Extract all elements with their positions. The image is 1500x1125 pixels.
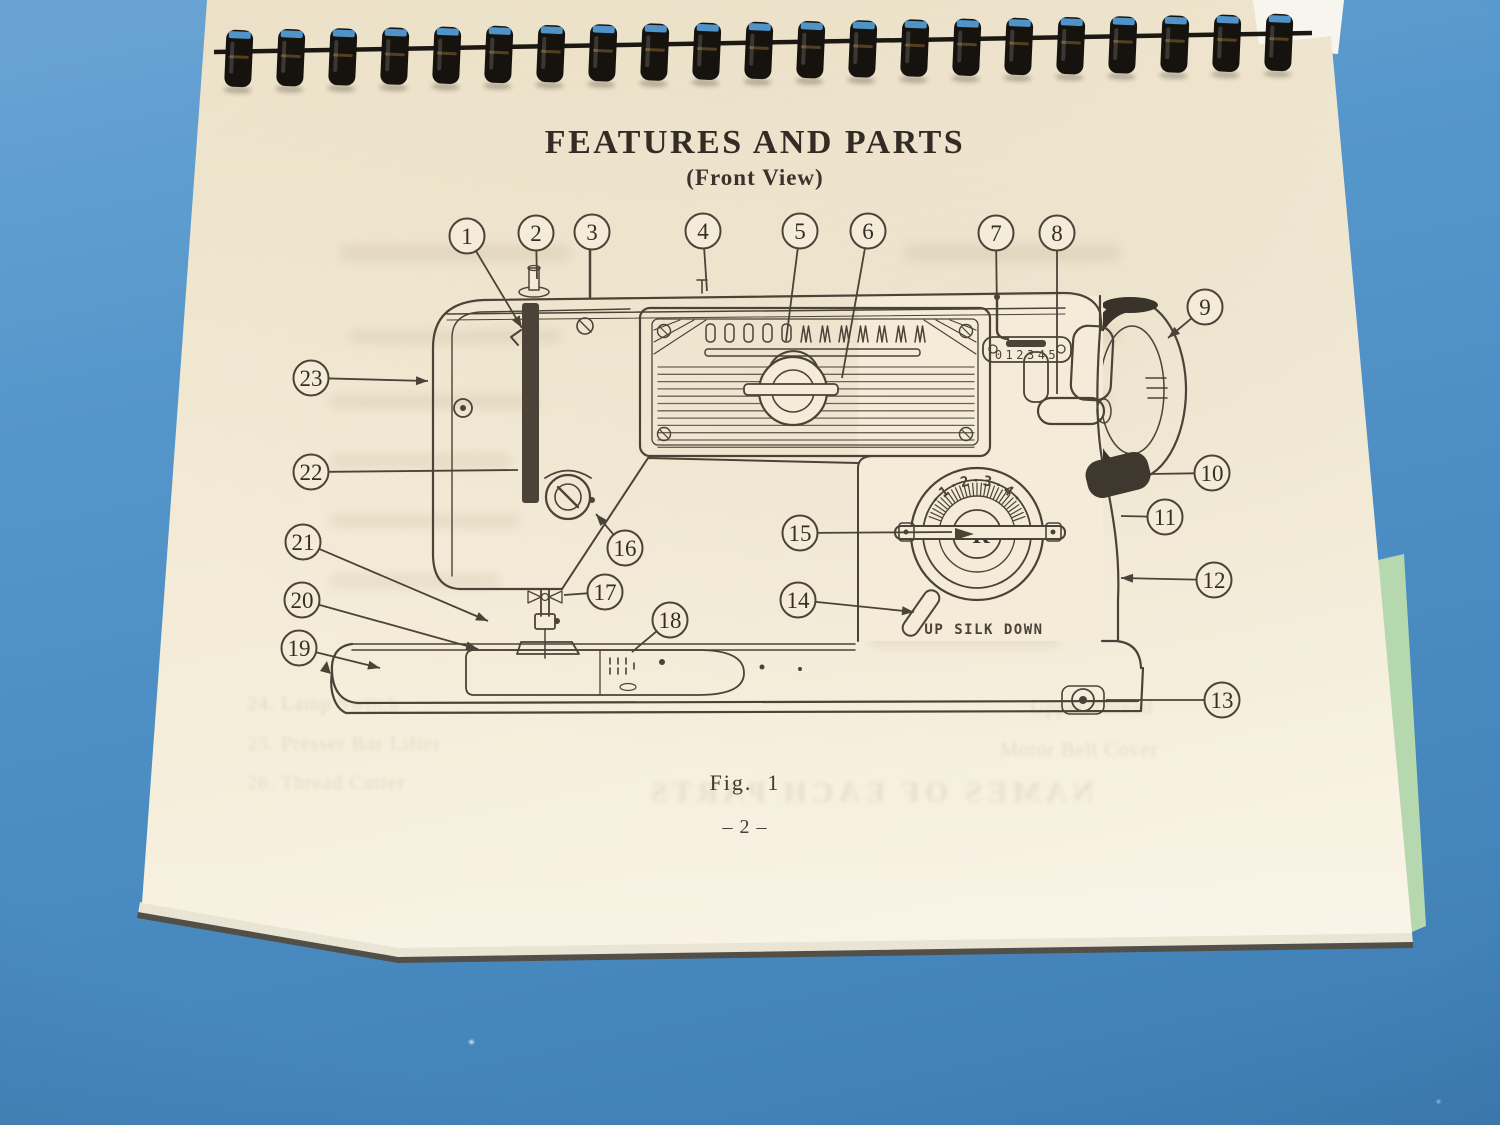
dust-speck — [469, 1040, 474, 1044]
page-subtitle: (Front View) — [686, 165, 824, 190]
page-number: – 2 – — [722, 816, 768, 838]
figure-caption: Fig. 1 — [709, 770, 781, 795]
dust-speck — [1437, 1100, 1440, 1103]
page-title: FEATURES AND PARTS — [544, 124, 966, 161]
